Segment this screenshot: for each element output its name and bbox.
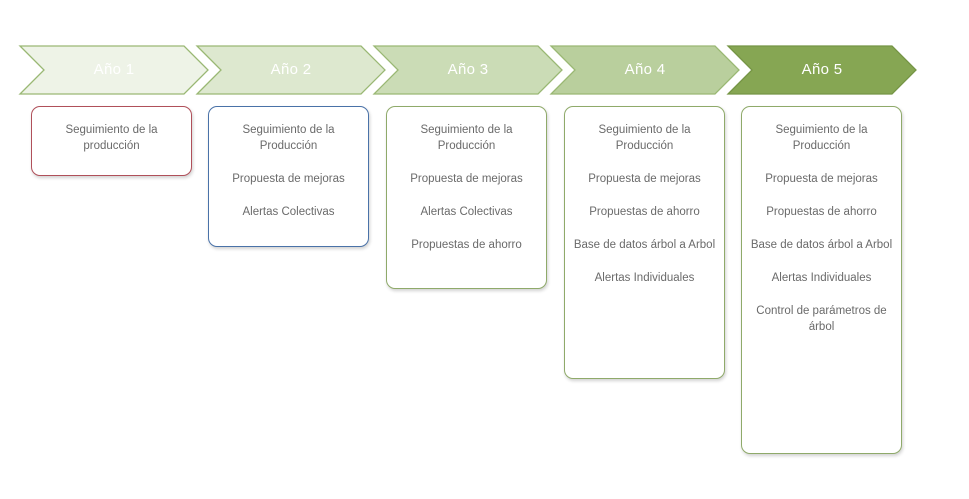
card-item: Seguimiento de la Producción: [242, 124, 335, 152]
chevron-label: Año 1: [93, 61, 135, 78]
card-item: Base de datos árbol a Arbol: [573, 239, 716, 251]
chevron-shape: [195, 45, 386, 95]
card-year-5: Seguimiento de la Producción Propuesta d…: [741, 106, 902, 454]
chevron-polygon: [549, 45, 740, 95]
chevron-label: Año 3: [447, 61, 489, 78]
card-item: Control de parámetros de árbol: [756, 305, 887, 333]
chevron-shape: [18, 45, 209, 95]
chevron-label: Año 5: [801, 61, 843, 78]
card-item: Alertas Individuales: [771, 272, 872, 284]
chevron-year-3: Año 3: [372, 45, 563, 95]
card-item: Seguimiento de la producción: [65, 124, 158, 152]
card-item: Propuestas de ahorro: [411, 239, 522, 251]
card-item: Propuestas de ahorro: [589, 206, 700, 218]
card-item: Propuesta de mejoras: [232, 173, 345, 185]
card-year-4: Seguimiento de la Producción Propuesta d…: [564, 106, 725, 379]
chevron-shape: [549, 45, 740, 95]
chevron-polygon: [195, 45, 386, 95]
chevron-year-1: Año 1: [18, 45, 209, 95]
chevron-polygon: [18, 45, 209, 95]
card-item: Base de datos árbol a Arbol: [750, 239, 893, 251]
chevron-year-5: Año 5: [726, 45, 917, 95]
card-year-1: Seguimiento de la producción: [31, 106, 192, 176]
chevron-year-4: Año 4: [549, 45, 740, 95]
card-year-2: Seguimiento de la Producción Propuesta d…: [208, 106, 369, 247]
chevron-polygon: [726, 45, 917, 95]
card-item: Seguimiento de la Producción: [598, 124, 691, 152]
card-year-3: Seguimiento de la Producción Propuesta d…: [386, 106, 547, 289]
card-item: Alertas Colectivas: [420, 206, 513, 218]
card-item: Alertas Colectivas: [242, 206, 335, 218]
chevron-polygon: [372, 45, 563, 95]
card-item: Alertas Individuales: [594, 272, 695, 284]
chevron-shape: [726, 45, 917, 95]
chevron-year-2: Año 2: [195, 45, 386, 95]
card-item: Seguimiento de la Producción: [420, 124, 513, 152]
card-item: Propuesta de mejoras: [765, 173, 878, 185]
card-item: Propuestas de ahorro: [766, 206, 877, 218]
chevron-label: Año 2: [270, 61, 312, 78]
chevron-label: Año 4: [624, 61, 666, 78]
card-item: Propuesta de mejoras: [410, 173, 523, 185]
card-item: Propuesta de mejoras: [588, 173, 701, 185]
card-item: Seguimiento de la Producción: [775, 124, 868, 152]
chevron-shape: [372, 45, 563, 95]
